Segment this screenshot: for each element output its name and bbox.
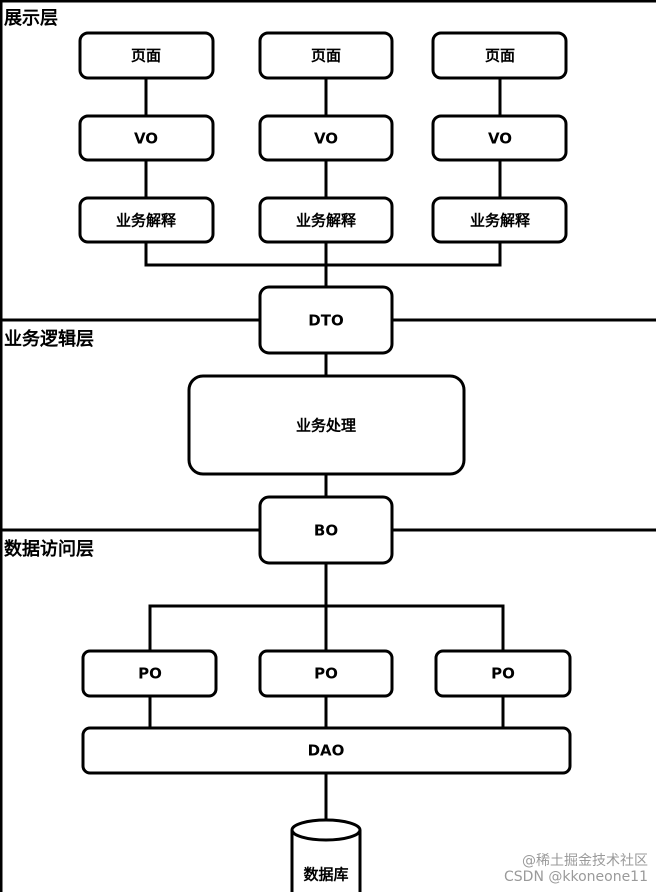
page-label-1: 页面	[131, 47, 161, 65]
bo-label: BO	[314, 522, 338, 540]
vo-box-3: VO	[431, 114, 568, 162]
page-label-2: 页面	[311, 47, 341, 65]
layer-label-data-access: 数据访问层	[4, 539, 94, 560]
po-box-1: PO	[81, 649, 218, 698]
vo-label-2: VO	[314, 130, 338, 148]
bo-box: BO	[258, 495, 394, 565]
po-box-2: PO	[258, 649, 394, 698]
business-explain-label-2: 业务解释	[296, 212, 357, 230]
business-processing-box: 业务处理	[187, 374, 466, 476]
business-explain-label-1: 业务解释	[116, 212, 177, 230]
watermark-csdn: CSDN @kkoneone11	[504, 869, 648, 885]
po-label-2: PO	[314, 665, 338, 683]
layer-label-presentation: 展示层	[4, 8, 58, 29]
dto-box: DTO	[258, 285, 394, 355]
vo-box-2: VO	[258, 114, 394, 162]
vo-label-1: VO	[134, 130, 158, 148]
vo-box-1: VO	[78, 114, 215, 162]
layer-label-business: 业务逻辑层	[4, 329, 94, 350]
business-explain-box-1: 业务解释	[78, 196, 215, 244]
watermark-juejin: @稀土掘金技术社区	[522, 853, 648, 869]
po-label-1: PO	[138, 665, 162, 683]
connectors-data-access	[148, 563, 505, 822]
business-explain-label-3: 业务解释	[470, 212, 531, 230]
po-box-3: PO	[434, 649, 572, 698]
database-cylinder: 数据库	[290, 818, 362, 892]
dao-box: DAO	[81, 726, 572, 775]
po-label-3: PO	[491, 665, 515, 683]
dao-label: DAO	[308, 742, 345, 760]
dto-label: DTO	[308, 312, 343, 330]
business-explain-box-2: 业务解释	[258, 196, 394, 244]
business-explain-box-3: 业务解释	[431, 196, 568, 244]
page-box-3: 页面	[431, 31, 568, 80]
page-box-2: 页面	[258, 31, 394, 80]
database-label: 数据库	[303, 866, 348, 884]
page-box-1: 页面	[78, 31, 215, 80]
business-processing-label: 业务处理	[296, 417, 356, 435]
page-label-3: 页面	[485, 47, 515, 65]
vo-label-3: VO	[488, 130, 512, 148]
connectors-presentation	[144, 78, 502, 287]
